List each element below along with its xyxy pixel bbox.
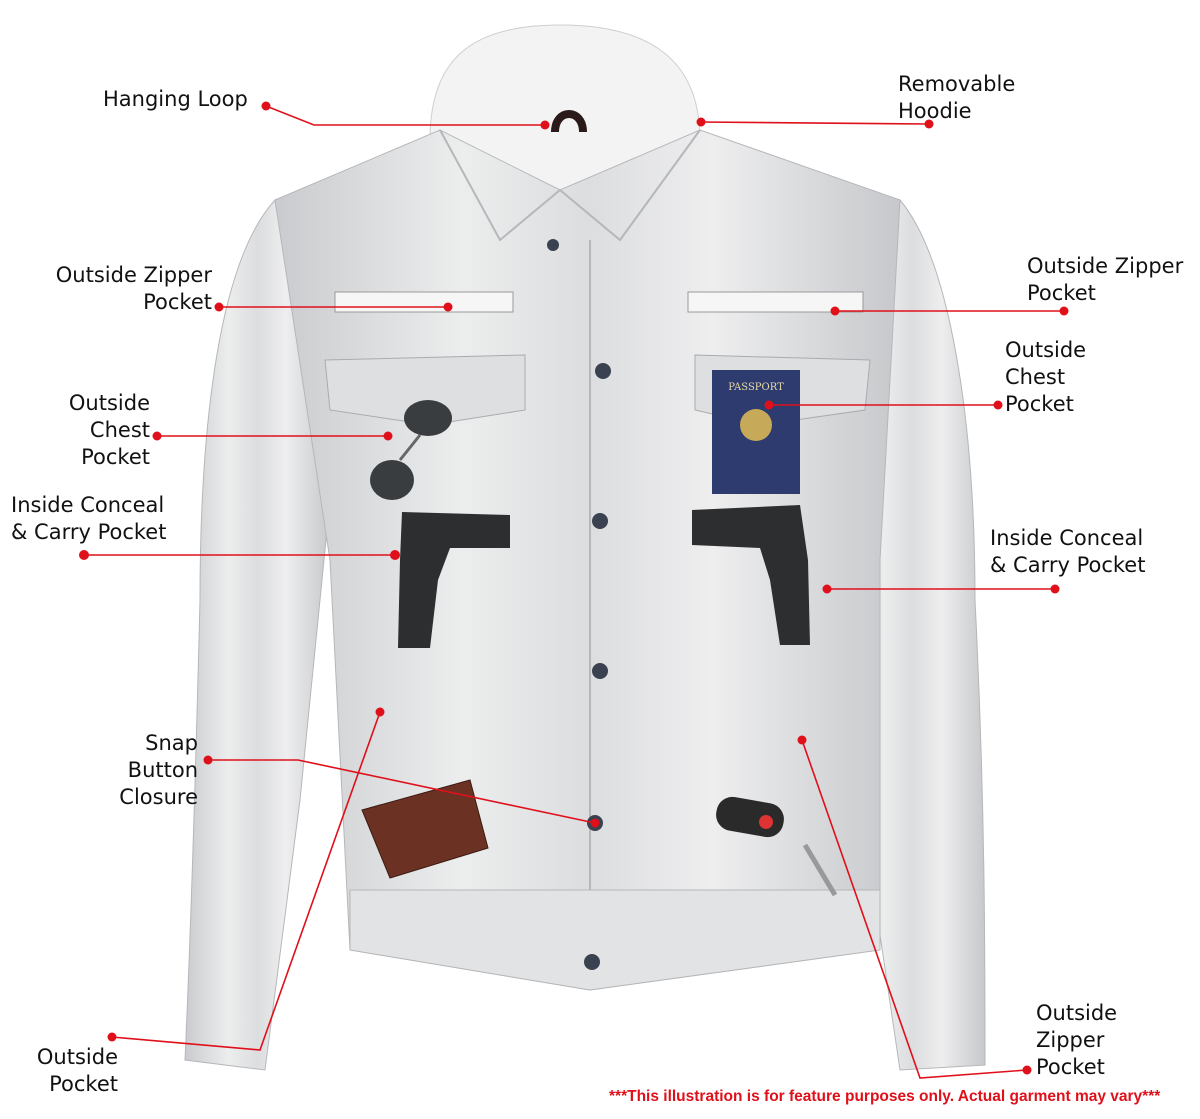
left-sleeve <box>184 198 331 1071</box>
jacket-body <box>274 129 901 991</box>
pistol-icon-right <box>692 505 810 645</box>
passport-icon: PASSPORT <box>712 370 800 494</box>
callout-inside-conceal-carry-left: Inside Conceal & Carry Pocket <box>11 493 167 544</box>
leader-dots <box>79 101 1069 1075</box>
callout-outside-zipper-pocket-left: Outside Zipper Pocket <box>55 263 212 314</box>
callout-outside-chest-pocket-right: Outside Chest Pocket <box>1005 338 1087 416</box>
car-key-icon <box>716 796 838 897</box>
callout-outside-pocket: Outside Pocket <box>36 1045 118 1096</box>
pistol-icon-left <box>398 512 510 648</box>
callout-hanging-loop: Hanging Loop <box>103 87 248 111</box>
callout-inside-conceal-carry-right: Inside Conceal & Carry Pocket <box>990 526 1146 577</box>
callout-outside-zipper-pocket-right: Outside Zipper Pocket <box>1027 254 1184 305</box>
svg-text:PASSPORT: PASSPORT <box>728 382 784 393</box>
wallet-icon <box>361 779 489 879</box>
callout-outside-chest-pocket-left: Outside Chest Pocket <box>68 391 150 469</box>
sunglasses-icon <box>370 400 452 500</box>
callout-snap-button-closure: Snap Button Closure <box>119 731 198 809</box>
snap-buttons <box>547 239 611 970</box>
hanging-loop-icon <box>551 110 587 133</box>
leader-lines <box>84 105 1064 1079</box>
callout-removable-hoodie: Removable Hoodie <box>898 72 1016 123</box>
callout-outside-zipper-pocket-lower: Outside Zipper Pocket <box>1036 1001 1118 1079</box>
disclaimer-text: ***This illustration is for feature purp… <box>609 1088 1161 1105</box>
